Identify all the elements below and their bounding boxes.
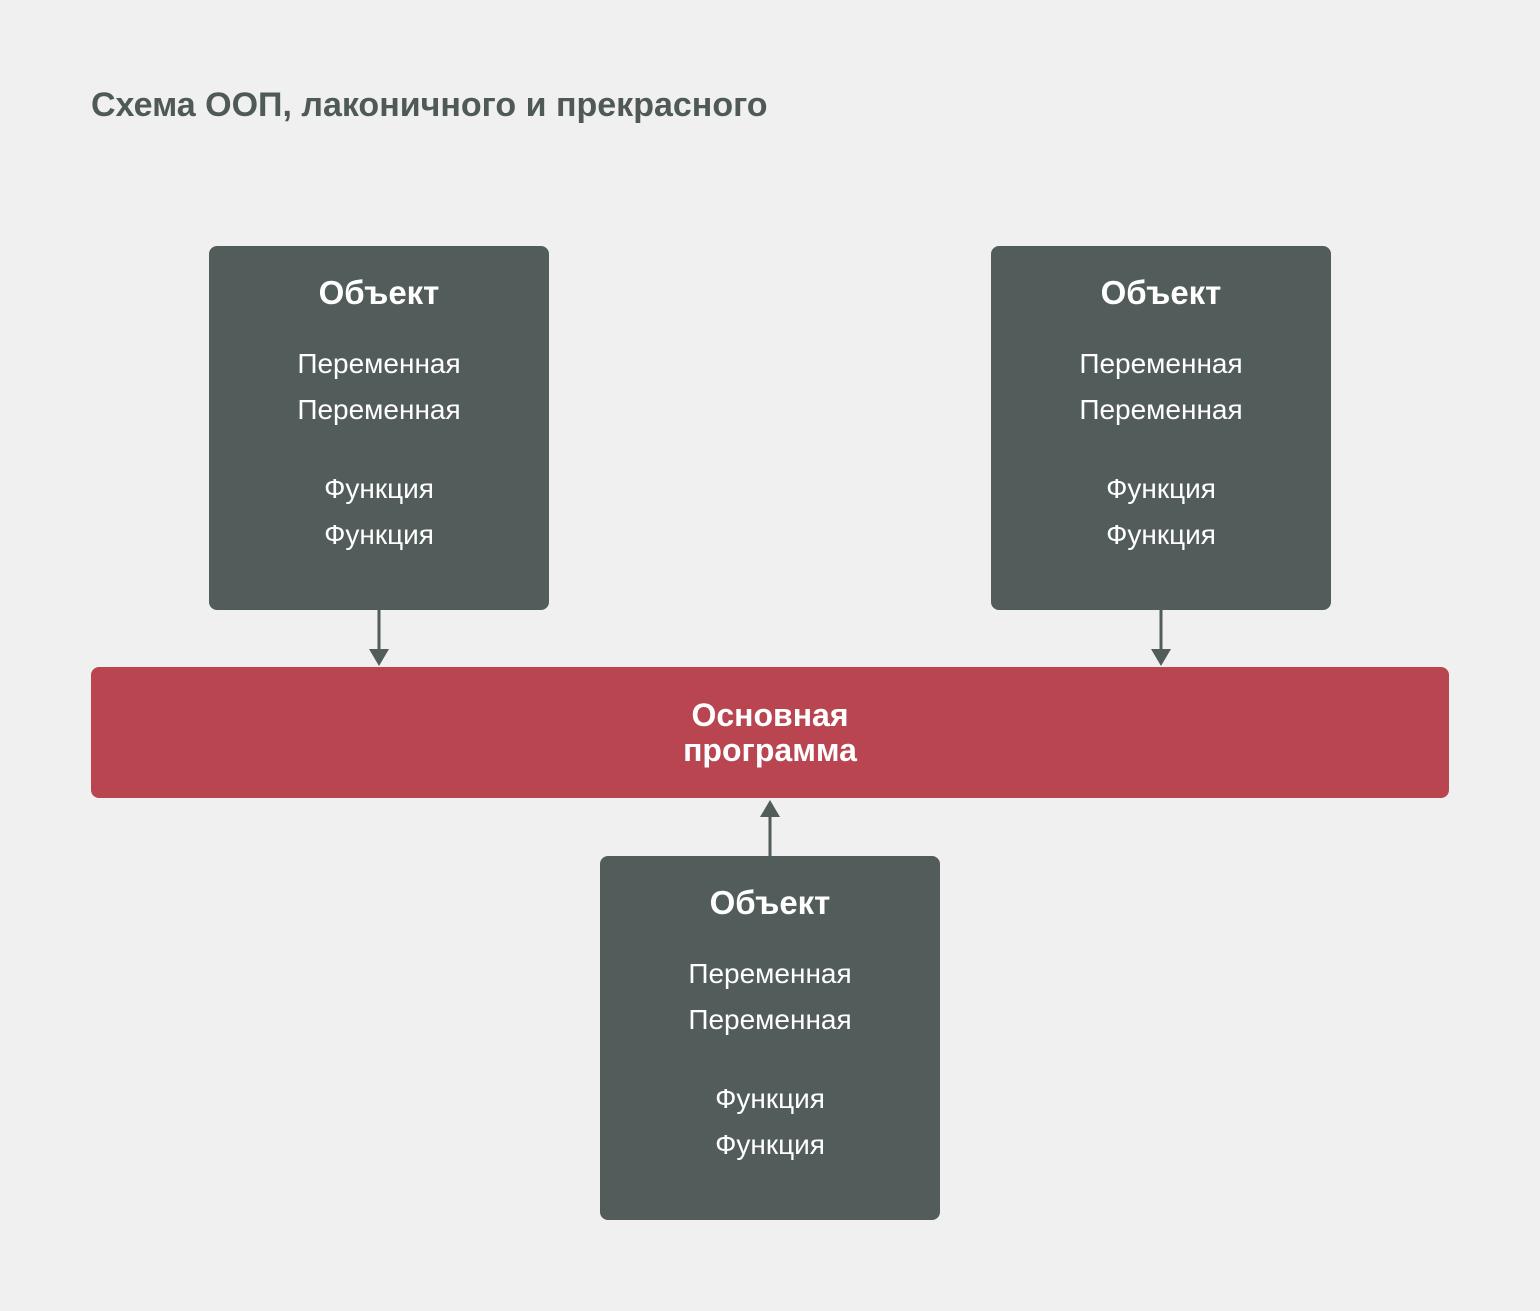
object-function: Функция xyxy=(1106,473,1216,504)
arrow-top-right-to-main xyxy=(1151,610,1171,666)
object-variable: Переменная xyxy=(297,348,461,379)
object-heading: Объект xyxy=(1100,274,1222,311)
object-variable: Переменная xyxy=(688,958,852,989)
object-function: Функция xyxy=(324,519,434,550)
object-box-top-left: Объект Переменная Переменная Функция Фун… xyxy=(209,246,549,610)
object-function: Функция xyxy=(715,1129,825,1160)
object-heading: Объект xyxy=(709,884,831,921)
object-box-top-right: Объект Переменная Переменная Функция Фун… xyxy=(991,246,1331,610)
object-variable: Переменная xyxy=(297,394,461,425)
main-program-box: Основная программа xyxy=(91,667,1449,798)
object-function: Функция xyxy=(324,473,434,504)
object-function: Функция xyxy=(715,1083,825,1114)
object-box-bottom: Объект Переменная Переменная Функция Фун… xyxy=(600,856,940,1220)
diagram-title: Схема ООП, лаконичного и прекрасного xyxy=(91,86,768,124)
object-variable: Переменная xyxy=(688,1004,852,1035)
object-variable: Переменная xyxy=(1079,348,1243,379)
arrow-top-left-to-main xyxy=(369,610,389,666)
object-heading: Объект xyxy=(318,274,440,311)
object-variable: Переменная xyxy=(1079,394,1243,425)
object-function: Функция xyxy=(1106,519,1216,550)
arrow-bottom-to-main xyxy=(760,800,780,856)
